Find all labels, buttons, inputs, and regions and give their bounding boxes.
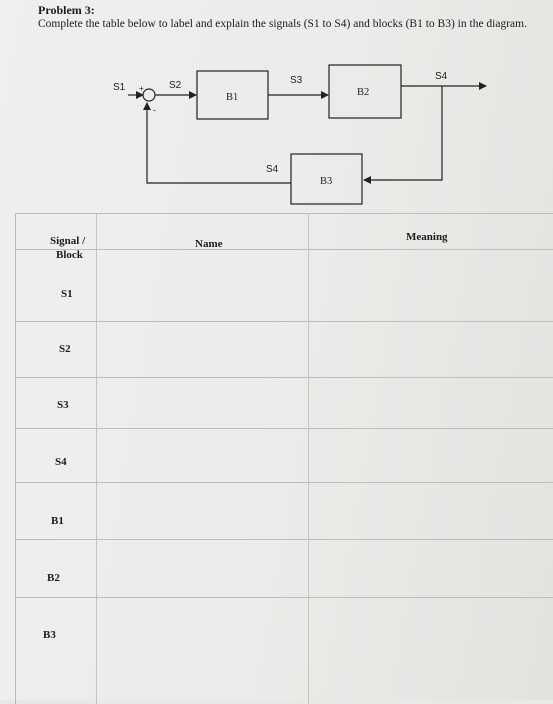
- row-divider: [16, 428, 553, 429]
- label-minus: -: [153, 105, 156, 115]
- label-s2: S2: [169, 80, 182, 91]
- summing-junction: [142, 88, 156, 102]
- row-divider: [16, 539, 553, 540]
- feedback-down-line: [363, 86, 443, 184]
- row-label-s2: S2: [59, 343, 71, 355]
- label-s1: S1: [113, 82, 126, 93]
- header-name: Name: [195, 238, 223, 250]
- row-label-s4: S4: [55, 456, 67, 468]
- block-b2: [328, 64, 402, 119]
- row-label-b2: B2: [47, 572, 60, 584]
- problem-instruction: Complete the table below to label and ex…: [38, 18, 527, 30]
- row-label-s3: S3: [57, 399, 69, 411]
- row-divider: [16, 482, 553, 483]
- column-divider: [96, 214, 97, 704]
- problem-title: Problem 3:: [38, 3, 95, 17]
- label-s3: S3: [290, 75, 303, 86]
- column-divider: [308, 214, 309, 704]
- row-label-b1: B1: [51, 515, 64, 527]
- signals-blocks-table: Signal / Block Name Meaning S1 S2 S3 S4 …: [15, 213, 553, 704]
- row-label-s1: S1: [61, 288, 73, 300]
- label-b3: B3: [320, 176, 332, 187]
- header-signal-block-line2: Block: [56, 249, 83, 261]
- row-label-b3: B3: [43, 629, 56, 641]
- block-b3: [290, 153, 363, 205]
- label-plus: +: [139, 84, 144, 93]
- label-b2: B2: [357, 87, 369, 98]
- label-s4-output: S4: [435, 71, 448, 82]
- row-divider: [16, 321, 553, 322]
- header-divider: [16, 249, 553, 250]
- label-s4-feedback: S4: [266, 164, 279, 175]
- row-divider: [16, 377, 553, 378]
- label-b1: B1: [226, 92, 238, 103]
- feedback-return-line: [143, 102, 291, 184]
- row-divider: [16, 597, 553, 598]
- header-signal-block-line1: Signal /: [50, 235, 86, 247]
- header-meaning: Meaning: [406, 231, 448, 243]
- block-diagram: S1 + - S2 B1 S3 B2 S4 S4 B3: [113, 64, 487, 205]
